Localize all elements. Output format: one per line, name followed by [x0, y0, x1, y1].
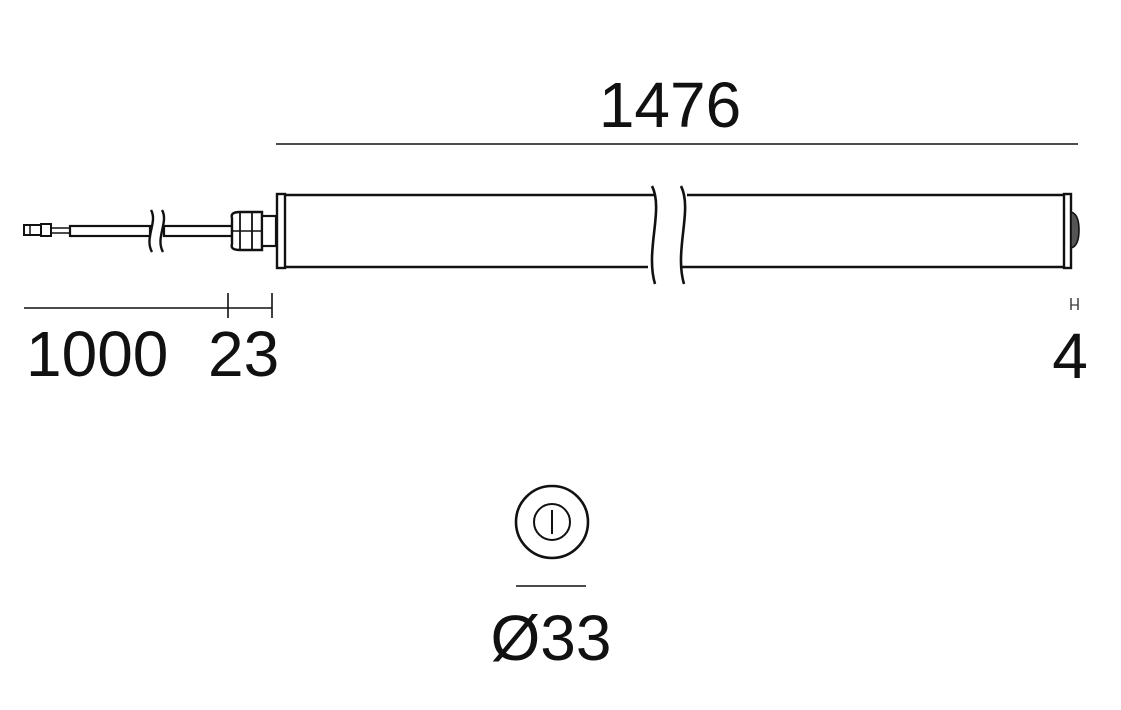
label-end-cap-depth: 4 — [1052, 320, 1088, 392]
left-end-cap — [275, 192, 287, 270]
tube-cross-section-icon — [514, 484, 590, 560]
luminaire-body — [275, 185, 1080, 285]
label-gland-length: 23 — [208, 318, 279, 390]
right-end-cap — [1062, 192, 1073, 270]
cable-dimension — [24, 293, 273, 318]
cable-segment-right — [162, 224, 234, 238]
connector-plug-icon — [23, 224, 43, 236]
cable-break-icon — [148, 209, 155, 253]
end-view — [514, 484, 590, 587]
end-cap-button-icon — [1070, 210, 1080, 250]
cable-segment-left — [68, 224, 152, 238]
label-diameter: Ø33 — [491, 602, 612, 674]
end-cap-dimension — [1070, 298, 1079, 310]
overall-length-dimension: 1476 — [276, 69, 1078, 145]
label-overall-length: 1476 — [599, 69, 741, 141]
cable-assembly — [23, 209, 278, 253]
tube-break-icon — [650, 185, 658, 285]
label-cable-length: 1000 — [26, 318, 168, 390]
